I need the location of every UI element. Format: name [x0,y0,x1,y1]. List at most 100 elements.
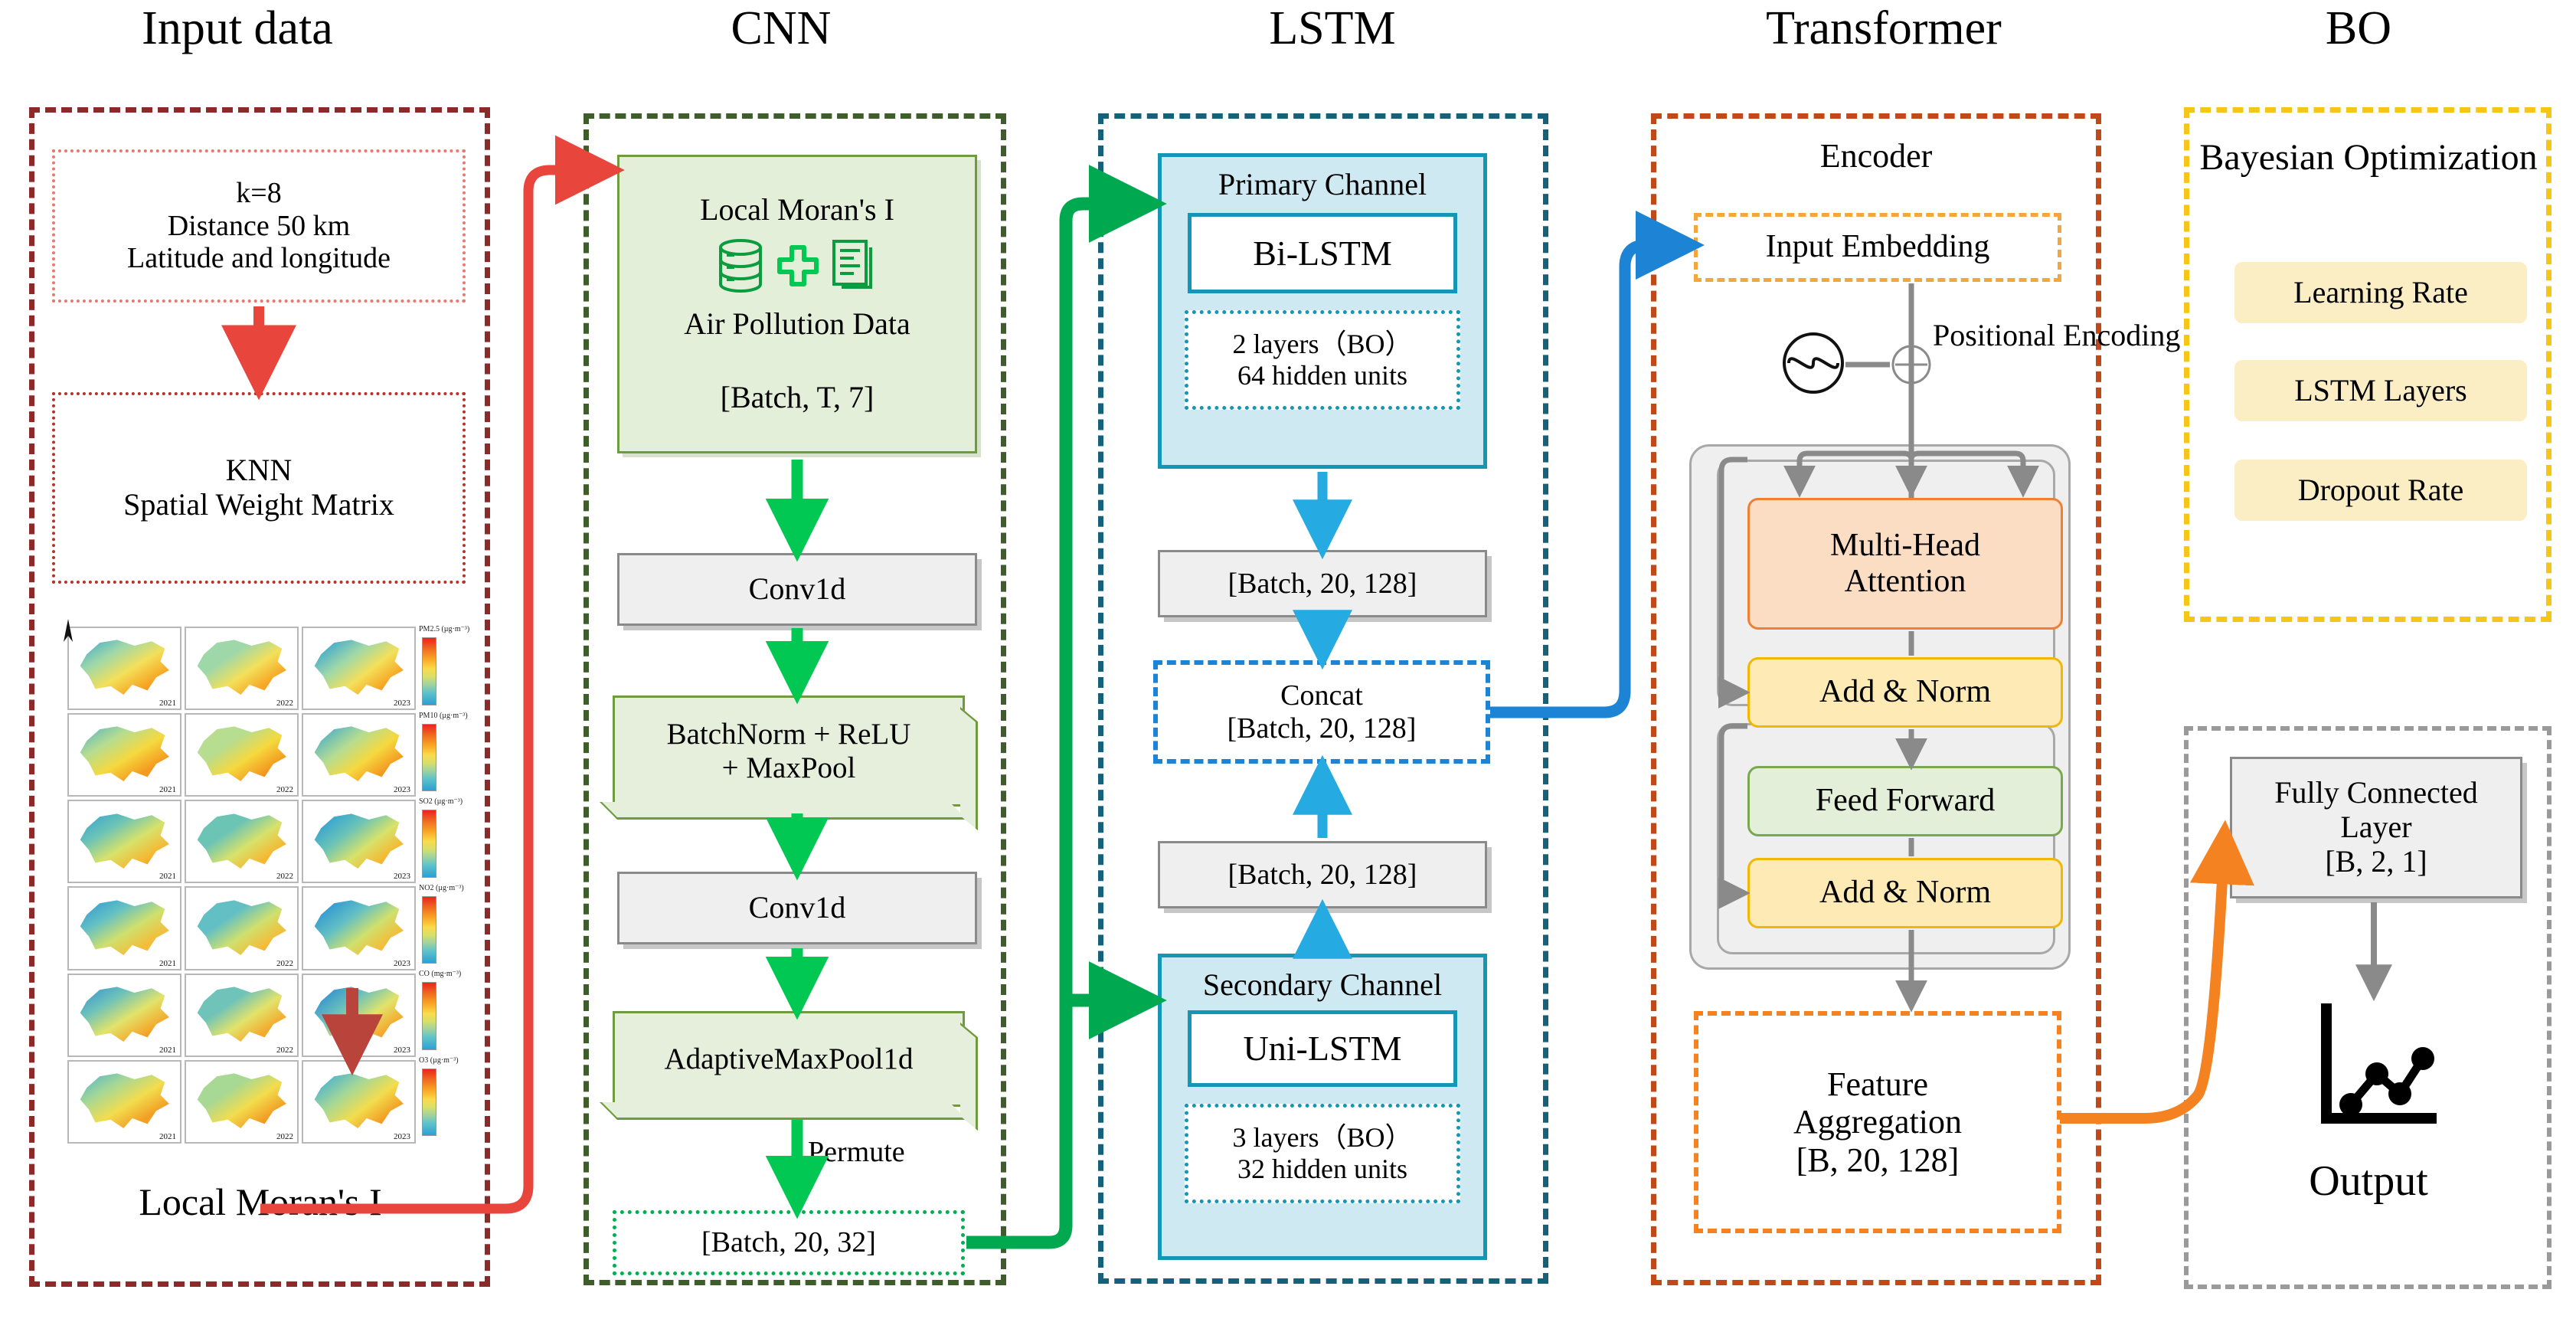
bo-chip-1-label: LSTM Layers [2294,372,2467,407]
map-cell-year: 2023 [394,699,410,709]
bo-chip-dropout-rate: Dropout Rate [2234,460,2527,521]
pe-line1: Positional [1933,318,2056,352]
feed-forward-label: Feed Forward [1815,783,1996,819]
feed-forward-box: Feed Forward [1747,766,2063,836]
map-cell-year: 2021 [159,1045,176,1055]
line-chart-icon [2314,1003,2439,1137]
map-cell: 2021 [67,1059,181,1144]
plus-icon [776,244,820,296]
cnn-adaptive-label: AdaptiveMaxPool1d [664,1042,914,1075]
bo-chip-0-label: Learning Rate [2293,274,2468,309]
map-cell: 2022 [185,627,299,711]
map-cell-year: 2022 [276,872,293,882]
cnn-conv1d-1-label: Conv1d [748,571,846,607]
map-cell: 2022 [185,973,299,1057]
cnn-batchnorm-relu-maxpool: BatchNorm + ReLU + MaxPool [613,695,965,807]
map-cell-year: 2022 [276,1132,293,1141]
colorbar-label: PM2.5 (µg·m⁻³) [419,625,470,633]
map-cell-year: 2021 [159,958,176,968]
map-cell: 2023 [302,973,416,1057]
primary-units: 64 hidden units [1237,359,1407,391]
lstm-primary-channel: Primary Channel Bi-LSTM 2 layers（BO） 64 … [1158,153,1487,469]
fully-connected-layer-box: Fully Connected Layer [B, 2, 1] [2230,757,2522,898]
map-cell: 2021 [67,800,181,884]
map-cell-year: 2022 [276,699,293,709]
cnn-source-box: Local Moran's I [617,155,977,453]
knn-box: KNN Spatial Weight Matrix [52,392,466,584]
input-parameters-box: k=8 Distance 50 km Latitude and longitud… [52,149,466,303]
map-cell-year: 2023 [394,958,410,968]
bo-chip-learning-rate: Learning Rate [2234,262,2527,323]
map-cell: 2022 [185,886,299,970]
map-cell: 2022 [185,800,299,884]
bo-chip-2-label: Dropout Rate [2297,472,2464,507]
cnn-permute-label: Permute [808,1136,905,1168]
cnn-conv1d-2: Conv1d [617,872,977,944]
input-embedding-label: Input Embedding [1765,229,1990,265]
panel-bo [2184,107,2551,622]
map-cell-year: 2022 [276,958,293,968]
lstm-shape-top: [Batch, 20, 128] [1158,550,1487,617]
local-moran-map-grid: 2021 2022 2023 2021 2022 2023 2021 2022 2023 2021… [67,627,416,1144]
lstm-secondary-channel: Secondary Channel Uni-LSTM 3 layers（BO） … [1158,954,1487,1260]
colorbar-label: NO2 (µg·m⁻³) [419,883,464,892]
output-label: Output [2309,1157,2428,1205]
page-title-input-data: Input data [142,2,333,54]
bo-title-line2: Optimization [2343,137,2538,178]
add-norm-1-label: Add & Norm [1819,674,1991,710]
page-title-bo: BO [2325,2,2392,54]
input-embedding-box: Input Embedding [1694,213,2061,282]
cnn-source-subtitle: Air Pollution Data [684,306,910,341]
database-icon [716,238,765,301]
map-cell: 2021 [67,713,181,797]
colorbar-label: PM10 (µg·m⁻³) [419,711,468,720]
north-arrow-icon [60,617,77,648]
map-cell-year: 2022 [276,785,293,795]
colorbar [422,1068,436,1136]
map-grid-caption: Local Moran's I [139,1180,382,1223]
map-cell: 2021 [67,886,181,970]
sine-wave-circle-icon [1781,331,1845,399]
map-cell-year: 2023 [394,1132,410,1141]
lstm-concat-shape: [Batch, 20, 128] [1227,712,1417,745]
page-title-transformer: Transformer [1766,2,2002,54]
cnn-adaptive-maxpool: AdaptiveMaxPool1d [613,1011,965,1107]
lstm-shape-bottom: [Batch, 20, 128] [1158,841,1487,908]
map-cell: 2022 [185,1059,299,1144]
lstm-shape-bottom-label: [Batch, 20, 128] [1228,858,1417,891]
encoder-label: Encoder [1819,137,1933,175]
multi-head-attention-box: Multi-Head Attention [1747,498,2063,630]
add-norm-box-2: Add & Norm [1747,858,2063,928]
fc-line3: [B, 2, 1] [2325,843,2427,879]
knn-title: KNN [225,453,293,488]
secondary-hyperparams-box: 3 layers（BO） 32 hidden units [1185,1103,1460,1203]
colorbar [422,723,436,791]
cnn-source-shape: [Batch, T, 7] [720,380,874,415]
fc-line1: Fully Connected [2274,775,2478,810]
primary-channel-title: Primary Channel [1218,167,1427,201]
secondary-channel-title: Secondary Channel [1202,967,1443,1002]
colorbar [422,895,436,964]
colorbar-label: SO2 (µg·m⁻³) [419,797,463,806]
param-k: k=8 [236,177,282,210]
cnn-bn-line1: BatchNorm + ReLU [666,717,911,751]
map-cell-year: 2023 [394,785,410,795]
fc-line2: Layer [2340,810,2412,845]
map-cell-year: 2022 [276,1045,293,1055]
circle-plus-icon [1890,343,1933,390]
param-distance: Distance 50 km [167,209,351,242]
cnn-source-title: Local Moran's I [700,191,894,227]
primary-model-box: Bi-LSTM [1188,212,1457,293]
primary-model-label: Bi-LSTM [1253,233,1392,273]
cnn-output-shape-box: [Batch, 20, 32] [613,1210,965,1275]
cnn-conv1d-2-label: Conv1d [748,890,846,925]
bo-chip-lstm-layers: LSTM Layers [2234,360,2527,421]
map-cell-year: 2021 [159,872,176,882]
lstm-concat-box: Concat [Batch, 20, 128] [1153,660,1490,764]
secondary-units: 32 hidden units [1237,1153,1407,1184]
document-icon [831,238,878,301]
positional-encoding-label: Positional Encoding [1933,317,2180,354]
bo-title: Bayesian Optimization [2190,136,2547,178]
knn-subtitle: Spatial Weight Matrix [123,487,394,522]
